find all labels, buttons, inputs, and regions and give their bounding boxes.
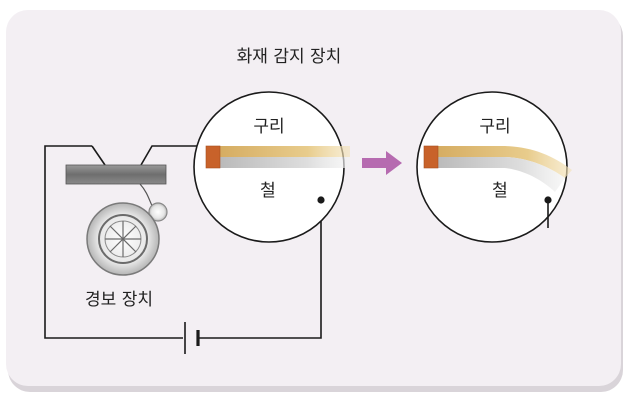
contact-point-after [544, 196, 552, 204]
wire-switch-right [140, 145, 208, 166]
wire-right-loop [198, 200, 322, 339]
wire-left-loop [44, 145, 183, 339]
diagram-title: 화재 감지 장치 [237, 47, 342, 67]
bimetal-strip-bent [423, 145, 572, 192]
alarm-label: 경보 장치 [85, 290, 153, 310]
wire-switch-left [91, 145, 106, 166]
circuit-wire [44, 145, 322, 339]
iron-label-after: 철 [492, 181, 508, 201]
battery-icon [184, 322, 200, 354]
copper-label-after: 구리 [479, 117, 510, 137]
alarm-plate [65, 164, 167, 185]
iron-label-before: 철 [260, 181, 276, 201]
clapper-ball [148, 202, 168, 222]
bimetal-strip-straight [205, 145, 350, 169]
strip-mount-left [205, 145, 221, 169]
copper-strip-bent [424, 146, 572, 178]
iron-strip-straight [208, 157, 350, 168]
copper-label-before: 구리 [253, 117, 284, 137]
arrow-right-icon [362, 151, 402, 175]
contact-point-before [317, 196, 325, 204]
bell-icon [86, 202, 160, 276]
copper-strip-straight [208, 146, 350, 157]
strip-mount-right [423, 145, 439, 169]
iron-strip-bent [424, 157, 565, 192]
